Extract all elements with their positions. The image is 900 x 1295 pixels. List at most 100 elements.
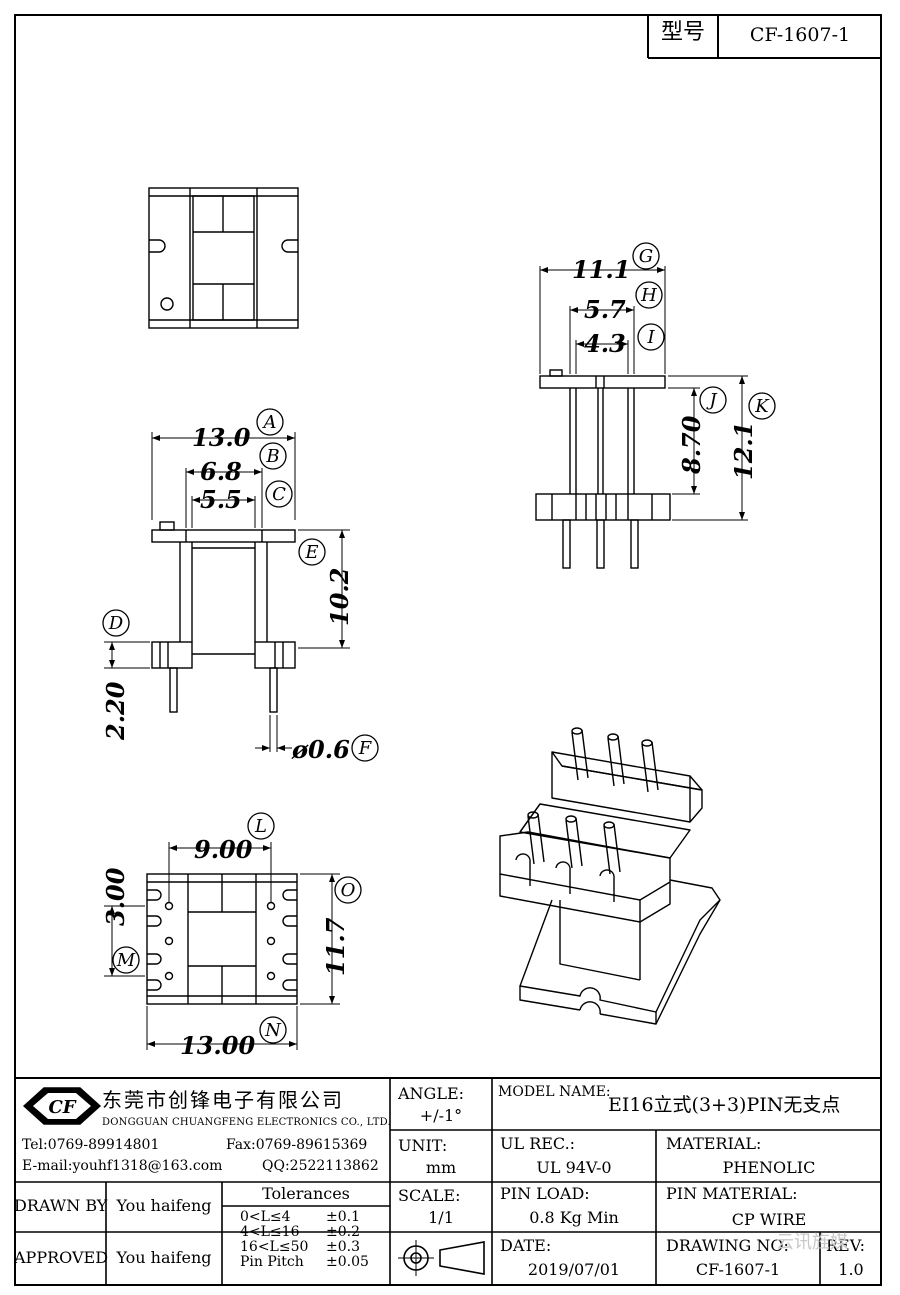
company-tel: Tel:0769-89914801 (22, 1137, 160, 1153)
dim-O-value: 11.7 (321, 917, 350, 976)
tag-A: A (256, 408, 284, 436)
tag-I: I (637, 323, 665, 351)
pin-material-value: CP WIRE (731, 1210, 807, 1229)
tag-F: F (351, 734, 379, 762)
drawing-no-value: CF-1607-1 (695, 1260, 781, 1279)
scale-value: 1/1 (428, 1208, 454, 1227)
dim-N-value: 13.00 (180, 1031, 255, 1060)
drawn-by-value: You haifeng (116, 1196, 212, 1215)
approved-value: You haifeng (116, 1248, 212, 1267)
dim-E-value: 10.2 (325, 568, 354, 626)
angle-value: +/-1° (419, 1106, 463, 1125)
dim-L-value: 9.00 (194, 835, 253, 864)
company-name-cn: 东莞市创锋电子有限公司 (102, 1088, 344, 1112)
svg-text:F: F (358, 738, 373, 759)
svg-text:L: L (254, 816, 267, 837)
tolerance-range-1: 0<L≤4 (240, 1209, 291, 1225)
model-name-label: MODEL NAME: (498, 1084, 611, 1100)
tag-L: L (247, 812, 275, 840)
dim-G-value: 11.1 (572, 255, 630, 284)
tolerance-value-1: ±0.1 (326, 1209, 360, 1225)
dim-M-value: 3.00 (101, 867, 130, 926)
model-name-value: EI16立式(3+3)PIN无支点 (608, 1094, 841, 1116)
dim-D-value: 2.20 (101, 681, 130, 741)
dim-I-value: 4.3 (584, 329, 626, 358)
rev-value: 1.0 (838, 1260, 864, 1279)
dim-F-value: ø0.6 (291, 735, 350, 764)
drawing-frame (14, 14, 882, 1286)
pin-material-label: PIN MATERIAL: (666, 1184, 798, 1203)
dim-C-value: 5.5 (200, 485, 242, 514)
dim-B-value: 6.8 (200, 457, 242, 486)
isometric-view (499, 727, 721, 1025)
angle-label: ANGLE: (398, 1084, 465, 1103)
svg-text:D: D (108, 613, 124, 634)
drawing-no-label: DRAWING NO: (666, 1236, 789, 1255)
tag-K: K (748, 392, 776, 420)
material-label: MATERIAL: (666, 1134, 762, 1153)
watermark-text: 云讯旌媒 (776, 1232, 848, 1253)
company-fax: Fax:0769-89615369 (226, 1137, 368, 1153)
svg-text:E: E (304, 542, 318, 563)
dim-J-value: 8.70 (677, 415, 706, 475)
tag-J: J (699, 386, 727, 414)
tolerance-values: ±0.1 ±0.2 ±0.3 ±0.05 (326, 1210, 369, 1270)
unit-label: UNIT: (398, 1136, 448, 1155)
tag-M: M (112, 946, 140, 974)
tag-C: C (265, 480, 293, 508)
header-model-code: CF-1607-1 (749, 24, 851, 46)
ul-label: UL REC.: (500, 1134, 576, 1153)
material-value: PHENOLIC (722, 1158, 816, 1177)
svg-text:B: B (265, 446, 279, 467)
svg-text:C: C (272, 484, 286, 505)
pin-load-value: 0.8 Kg Min (529, 1208, 619, 1227)
tolerance-range-2: 4<L≤16 (240, 1224, 300, 1240)
tag-B: B (259, 442, 287, 470)
logo-mark (22, 1087, 102, 1125)
tolerance-range-4: Pin Pitch (240, 1254, 304, 1270)
rev-label: REV: (826, 1236, 866, 1255)
tolerance-value-3: ±0.3 (326, 1239, 360, 1255)
tag-O: O (334, 876, 362, 904)
date-value: 2019/07/01 (527, 1260, 621, 1279)
drawn-by-label: DRAWN BY (14, 1196, 108, 1215)
tolerance-value-2: ±0.2 (326, 1224, 360, 1240)
front-view (104, 432, 350, 752)
logo-text: CF (48, 1097, 76, 1118)
svg-text:I: I (646, 327, 655, 348)
approved-label: APPROVED (14, 1248, 109, 1267)
svg-text:N: N (264, 1020, 282, 1041)
company-name-en: DONGGUAN CHUANGFENG ELECTRONICS CO., LTD… (102, 1117, 391, 1128)
tolerance-range-3: 16<L≤50 (240, 1239, 309, 1255)
tag-N: N (259, 1016, 287, 1044)
svg-text:K: K (754, 396, 770, 417)
dim-A-value: 13.0 (192, 423, 251, 452)
bottom-view (104, 842, 340, 1050)
tolerances-label: Tolerances (262, 1184, 350, 1203)
pin-load-label: PIN LOAD: (500, 1184, 590, 1203)
svg-text:G: G (639, 246, 653, 267)
dim-H-value: 5.7 (584, 295, 626, 324)
unit-value: mm (425, 1158, 457, 1177)
svg-text:O: O (341, 880, 356, 901)
svg-text:J: J (705, 390, 718, 411)
svg-text:A: A (262, 412, 277, 433)
tag-H: H (635, 281, 663, 309)
company-email: E-mail:youhf1318@163.com (22, 1158, 223, 1174)
scale-label: SCALE: (398, 1186, 461, 1205)
date-label: DATE: (500, 1236, 552, 1255)
company-qq: QQ:2522113862 (262, 1158, 379, 1174)
tag-D: D (102, 609, 130, 637)
title-block-grid (14, 1077, 882, 1286)
tag-G: G (632, 242, 660, 270)
side-view (535, 266, 748, 569)
tolerance-value-4: ±0.05 (326, 1254, 369, 1270)
top-view (148, 187, 299, 329)
svg-text:M: M (116, 950, 136, 971)
tolerance-ranges: 0<L≤4 4<L≤16 16<L≤50 Pin Pitch (240, 1210, 308, 1270)
ul-value: UL 94V-0 (536, 1158, 612, 1177)
tag-E: E (298, 538, 326, 566)
header-label: 型号 (660, 20, 705, 45)
svg-text:H: H (640, 285, 657, 306)
